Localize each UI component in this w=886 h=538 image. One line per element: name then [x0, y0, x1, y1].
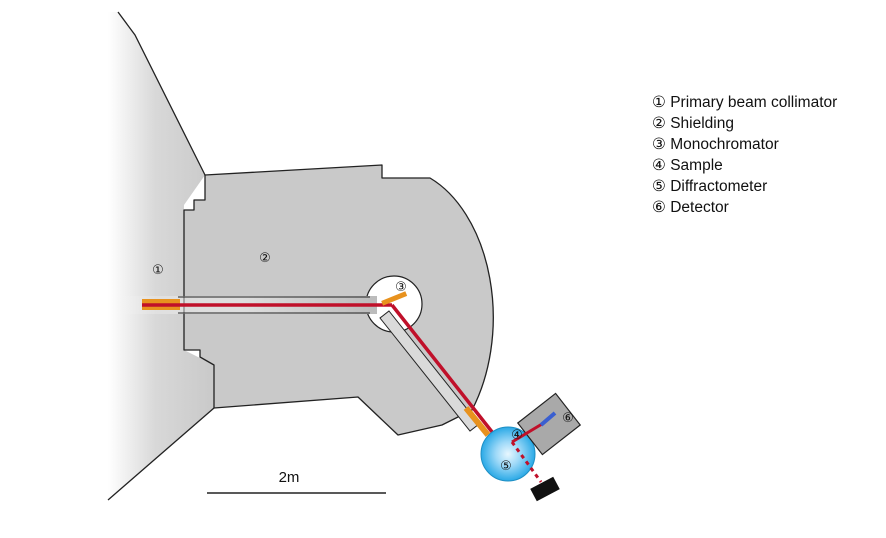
- legend: ① Primary beam collimator ② Shielding ③ …: [652, 92, 837, 218]
- marker-3: ③: [395, 279, 407, 294]
- detector-strip: [539, 411, 557, 427]
- marker-5: ⑤: [500, 458, 512, 473]
- monochromatic-beam: [390, 303, 502, 444]
- marker-1: ①: [152, 262, 164, 277]
- legend-item-diffractometer: ⑤ Diffractometer: [652, 178, 768, 195]
- marker-4: ④: [511, 427, 523, 442]
- legend-item-collimator: ① Primary beam collimator: [652, 94, 838, 111]
- secondary-collimator: [463, 406, 491, 437]
- legend-item-sample: ④ Sample: [652, 157, 723, 174]
- scale-bar-label: 2m: [279, 469, 300, 486]
- marker-6: ⑥: [562, 410, 574, 425]
- marker-2: ②: [259, 250, 271, 265]
- reactor-wall: [108, 12, 214, 500]
- beam-stop: [530, 476, 560, 502]
- legend-item-monochromator: ③ Monochromator: [652, 136, 779, 153]
- detector-housing: [516, 392, 582, 456]
- transmitted-beam: [510, 441, 543, 483]
- legend-item-detector: ⑥ Detector: [652, 199, 729, 216]
- monochromatic-beam-channel: [379, 310, 480, 432]
- scattered-beam: [511, 422, 543, 444]
- legend-item-shielding: ② Shielding: [652, 115, 734, 132]
- reactor-wall-edge: [107, 11, 215, 501]
- monochromator-crystal: [381, 291, 408, 306]
- diffractometer: [480, 426, 536, 482]
